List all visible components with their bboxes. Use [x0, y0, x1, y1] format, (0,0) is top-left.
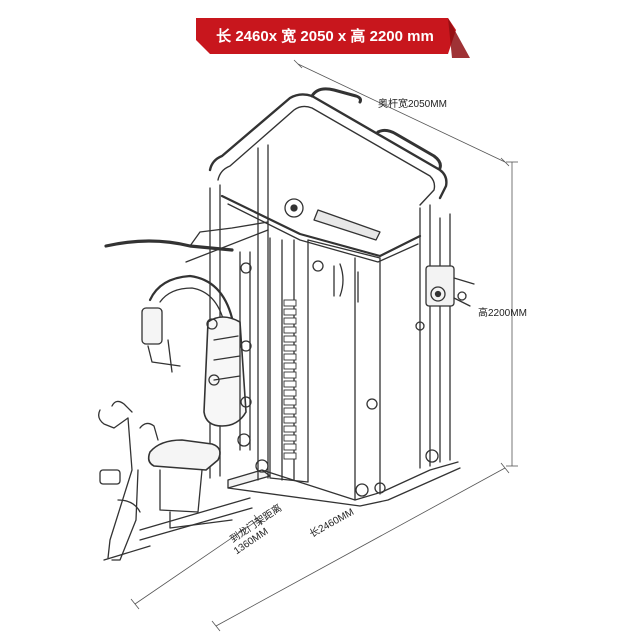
- height-dimension-label: 高2200MM: [478, 308, 527, 319]
- weight-plate: [283, 317, 297, 325]
- dimension-lines: [130, 59, 518, 632]
- weight-plate: [283, 362, 297, 370]
- weight-plate: [283, 425, 297, 433]
- weight-plate: [283, 335, 297, 343]
- weight-plate: [283, 389, 297, 397]
- weight-plate: [283, 326, 297, 334]
- header-banner: [196, 18, 470, 58]
- weight-plate: [283, 299, 297, 307]
- banner-dimensions-text: 长 2460x 宽 2050 x 高 2200 mm: [216, 28, 434, 45]
- weight-plate: [283, 380, 297, 388]
- weight-plate: [283, 371, 297, 379]
- weight-plate: [283, 452, 297, 460]
- weight-plate: [283, 407, 297, 415]
- width-dimension-label: 奥杆宽2050MM: [378, 99, 447, 110]
- weight-plate: [283, 344, 297, 352]
- weight-plate: [283, 434, 297, 442]
- weight-plate: [283, 398, 297, 406]
- weight-plate: [283, 308, 297, 316]
- weight-plate: [283, 443, 297, 451]
- weight-plate: [283, 353, 297, 361]
- weight-stack: [283, 299, 297, 460]
- weight-plate: [283, 416, 297, 424]
- machine-frame: [98, 87, 475, 561]
